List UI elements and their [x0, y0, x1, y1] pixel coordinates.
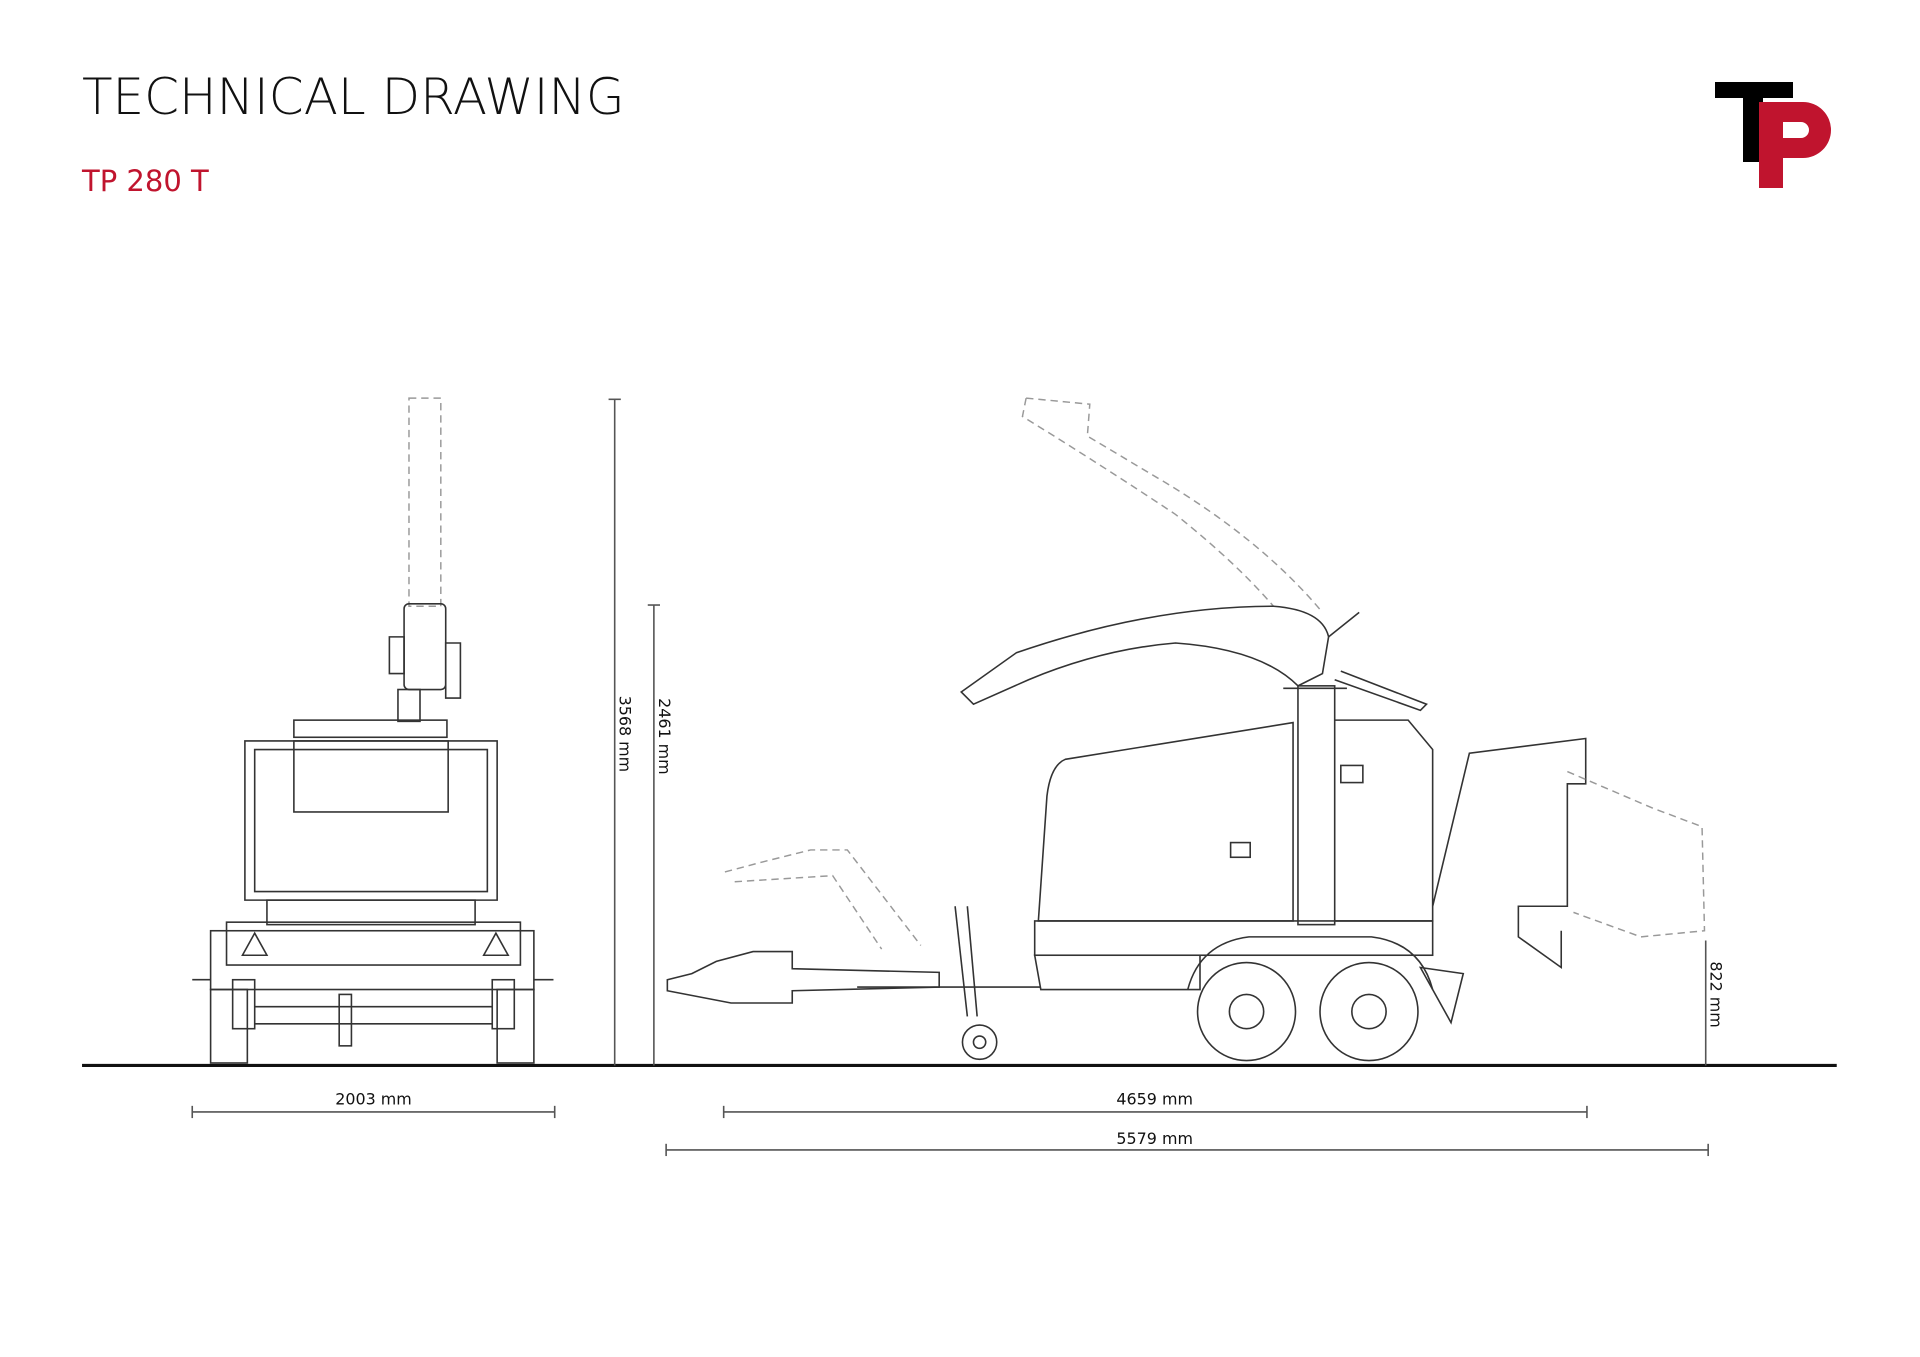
dim-infeed-height: 822 mm — [1707, 961, 1726, 1027]
dim-length-body: 4659 mm — [1116, 1090, 1193, 1109]
dimension-lines — [191, 398, 1709, 1157]
dim-width: 2003 mm — [335, 1090, 412, 1109]
side-view — [666, 397, 1706, 1062]
front-view — [192, 397, 554, 1064]
dim-length-total: 5579 mm — [1116, 1129, 1193, 1148]
tp-logo — [1715, 82, 1831, 188]
dim-body-height: 2461 mm — [655, 698, 674, 775]
dim-total-height: 3568 mm — [616, 696, 635, 773]
model-name: TP 280 T — [82, 164, 209, 198]
page-title: TECHNICAL DRAWING — [82, 68, 625, 126]
